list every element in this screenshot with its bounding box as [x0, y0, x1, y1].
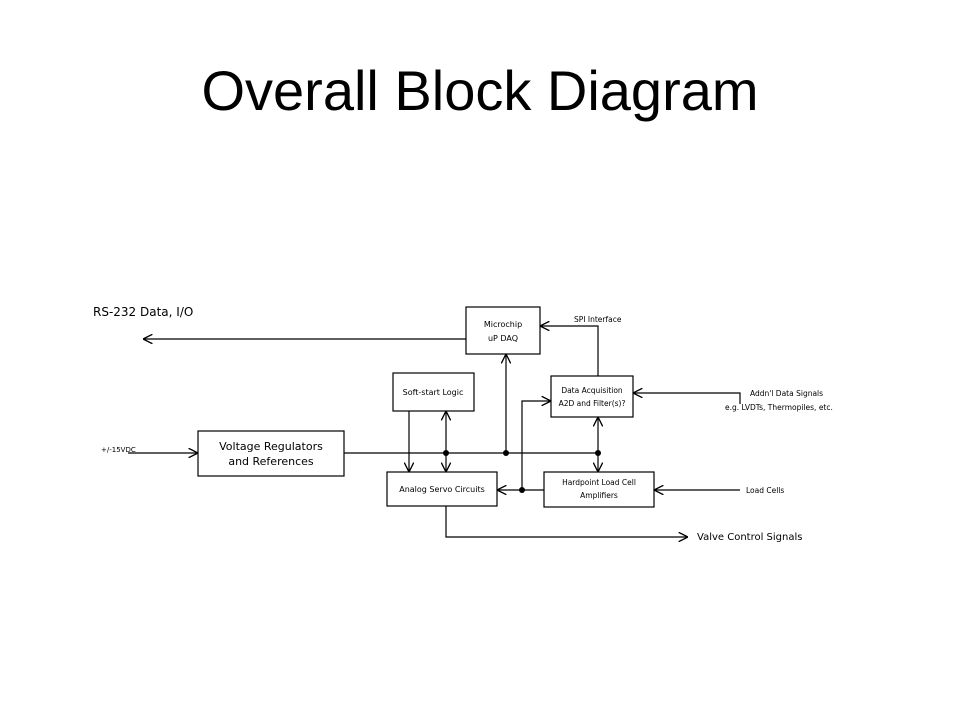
- analog-servo-block: Analog Servo Circuits: [386, 471, 498, 507]
- junctions: [443, 450, 601, 493]
- page-title: Overall Block Diagram: [201, 59, 759, 122]
- addl-signals-label-2: e.g. LVDTs, Thermopiles, etc.: [725, 403, 833, 412]
- microchip-label-1: Microchip: [484, 320, 522, 329]
- voltage-regulators-label-1: Voltage Regulators: [219, 440, 323, 453]
- load-cell-label-1: Hardpoint Load Cell: [562, 478, 636, 487]
- data-acquisition-label-1: Data Acquisition: [561, 386, 623, 395]
- soft-start-logic-block: Soft-start Logic: [392, 372, 475, 412]
- analog-servo-label: Analog Servo Circuits: [399, 485, 485, 494]
- data-acquisition-label-2: A2D and Filter(s)?: [559, 399, 626, 408]
- voltage-regulators-label-2: and References: [228, 455, 314, 468]
- data-acquisition-block: Data Acquisition A2D and Filter(s)?: [550, 375, 634, 418]
- load-cell-label-2: Amplifiers: [580, 491, 618, 500]
- spi-interface-label: SPI Interface: [574, 315, 622, 324]
- addl-signals-label-1: Addn'l Data Signals: [750, 389, 823, 398]
- voltage-regulators-block: Voltage Regulators and References: [197, 430, 345, 477]
- valve-control-label: Valve Control Signals: [697, 532, 802, 543]
- load-cells-label: Load Cells: [746, 486, 784, 495]
- rs232-label: RS-232 Data, I/O: [93, 305, 193, 319]
- load-cell-amplifiers-block: Hardpoint Load Cell Amplifiers: [543, 471, 655, 508]
- microchip-block: Microchip uP DAQ: [465, 306, 541, 355]
- connections: [128, 326, 741, 537]
- soft-start-label: Soft-start Logic: [403, 388, 464, 397]
- microchip-label-2: uP DAQ: [488, 334, 518, 343]
- power-input-label: +/-15VDC: [101, 446, 136, 454]
